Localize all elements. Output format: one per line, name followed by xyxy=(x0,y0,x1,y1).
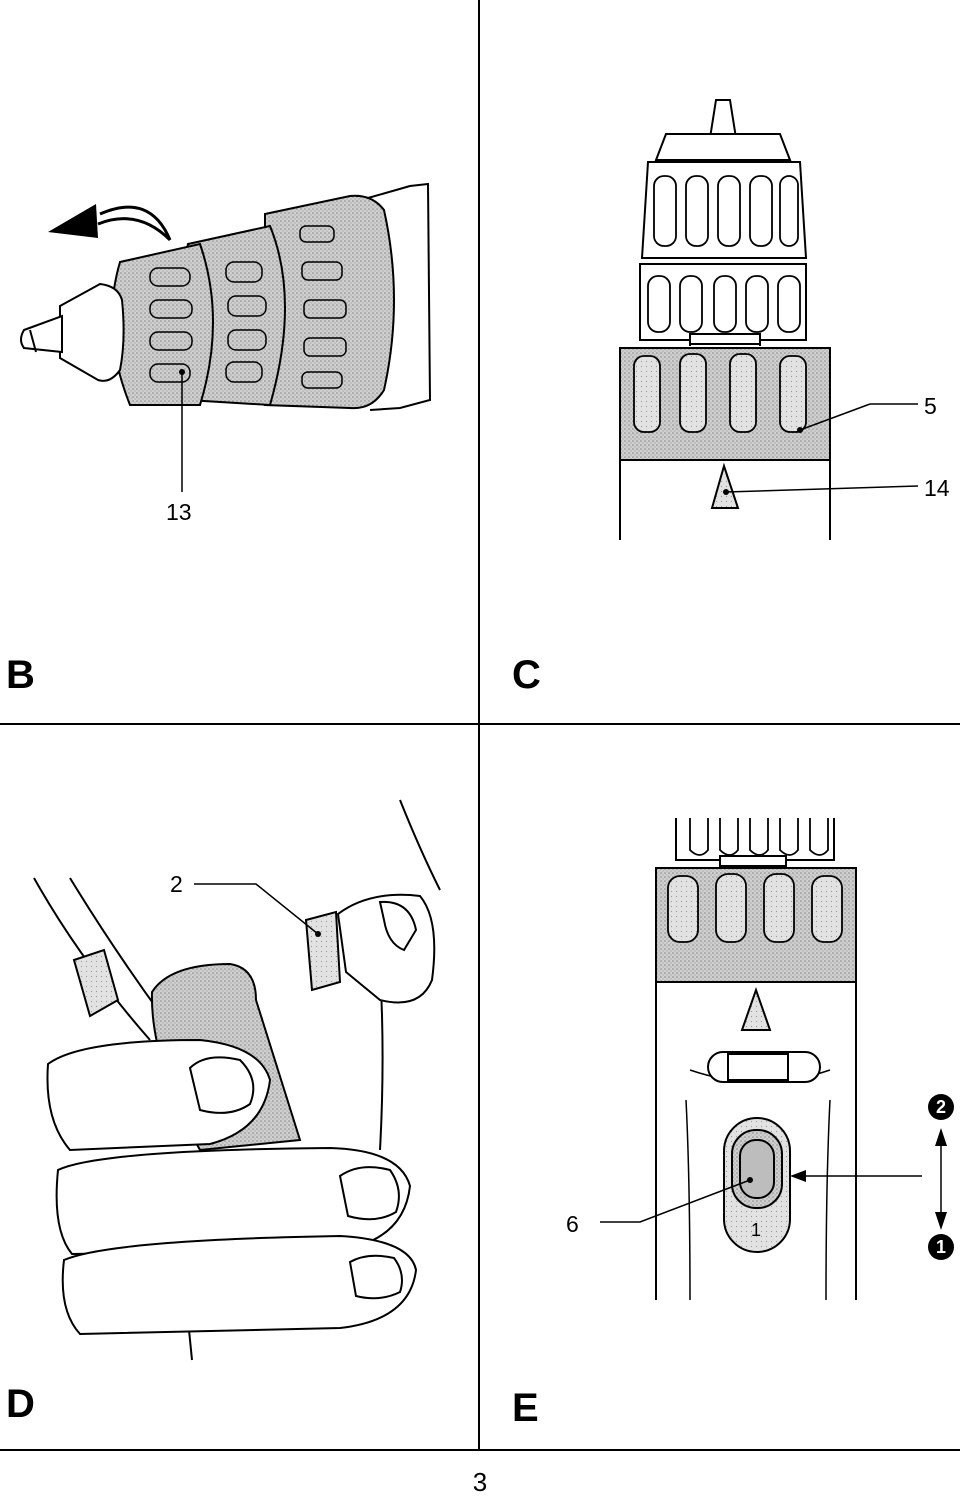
panel-b-illustration xyxy=(20,182,432,492)
callout-13: 13 xyxy=(166,499,192,525)
panel-d-letter: D xyxy=(6,1382,35,1426)
panel-grid xyxy=(0,0,960,1451)
panel-b-letter: B xyxy=(6,653,35,697)
panel-d-illustration xyxy=(33,799,441,1361)
panel-e-letter: E xyxy=(512,1386,539,1430)
position-2-badge: 2 xyxy=(928,1094,954,1120)
page-number: 3 xyxy=(472,1467,488,1497)
panel-c-letter: C xyxy=(512,653,541,697)
position-1-badge: 1 xyxy=(928,1234,954,1260)
callout-14: 14 xyxy=(924,475,950,501)
callout-2: 2 xyxy=(170,871,183,897)
callout-6: 6 xyxy=(566,1211,579,1237)
slider-mark: 1 xyxy=(751,1220,762,1240)
panel-e-illustration xyxy=(600,818,947,1301)
panel-c-illustration xyxy=(619,99,919,540)
callout-5: 5 xyxy=(924,393,937,419)
